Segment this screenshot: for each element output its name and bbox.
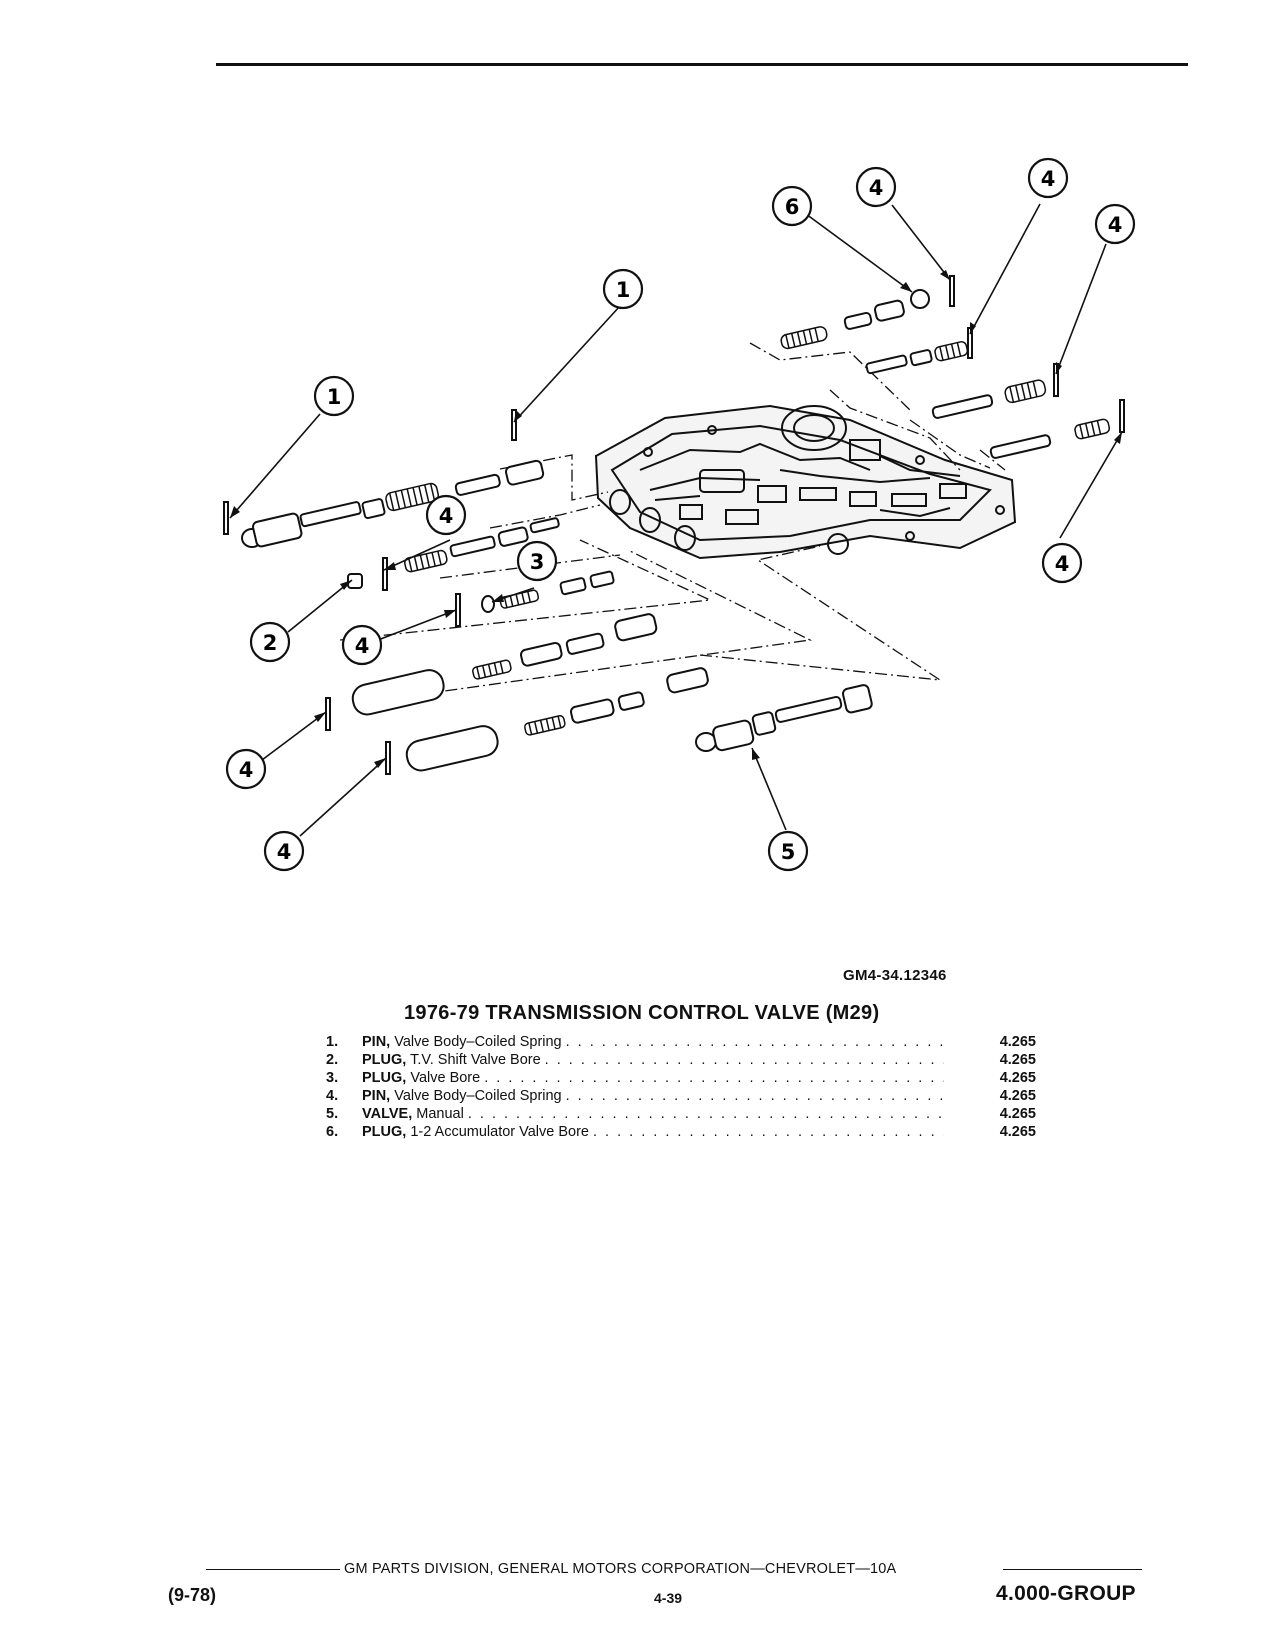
- callout-4-lower-left-b: 4: [263, 830, 305, 872]
- callout-4-far-right: 4: [1094, 203, 1136, 245]
- left-valve-train-3: [455, 570, 615, 627]
- figure-code: GM4-34.12346: [843, 967, 947, 984]
- part-detail: T.V. Shift Valve Bore: [410, 1052, 541, 1068]
- left-valve-train-2: [347, 517, 560, 591]
- callout-4-mid-left: 4: [341, 624, 383, 666]
- assembly-center-lines: [339, 342, 1006, 701]
- parts-list: 1. PIN, Valve Body–Coiled Spring 4.265 2…: [326, 1034, 1056, 1142]
- callout-4-lower-left-a: 4: [225, 748, 267, 790]
- dot-leader: [566, 1034, 944, 1050]
- svg-text:4: 4: [277, 840, 292, 864]
- dot-leader: [484, 1070, 944, 1086]
- manual-valve: [695, 684, 873, 752]
- svg-text:3: 3: [530, 550, 545, 574]
- svg-text:5: 5: [781, 840, 796, 864]
- valve-body-casting: [594, 404, 1017, 560]
- part-description: PLUG, 1-2 Accumulator Valve Bore: [362, 1124, 589, 1140]
- callouts: 1 1 4 4 4 6 4 4: [225, 157, 1136, 872]
- callout-3: 3: [516, 540, 558, 582]
- callout-2: 2: [249, 621, 291, 663]
- parts-list-row: 3. PLUG, Valve Bore 4.265: [326, 1070, 1056, 1088]
- callout-4-right-lower: 4: [1041, 542, 1083, 584]
- svg-text:4: 4: [1041, 167, 1056, 191]
- part-group-ref: 4.265: [999, 1034, 1036, 1050]
- dot-leader: [468, 1106, 944, 1122]
- part-name: PLUG,: [362, 1052, 407, 1068]
- dot-leader: [545, 1052, 944, 1068]
- revision-date: (9-78): [168, 1585, 217, 1605]
- part-name: PIN,: [362, 1088, 391, 1104]
- parts-list-row: 2. PLUG, T.V. Shift Valve Bore 4.265: [326, 1052, 1056, 1070]
- svg-text:2: 2: [263, 631, 278, 655]
- part-group-ref: 4.265: [999, 1052, 1036, 1068]
- part-group-ref: 4.265: [999, 1088, 1036, 1104]
- part-detail: Valve Bore: [410, 1070, 481, 1086]
- svg-text:4: 4: [1055, 552, 1070, 576]
- parts-list-row: 6. PLUG, 1-2 Accumulator Valve Bore 4.26…: [326, 1124, 1056, 1142]
- part-number: 2.: [326, 1052, 339, 1068]
- dot-leader: [593, 1124, 944, 1140]
- part-detail: 1-2 Accumulator Valve Bore: [410, 1124, 589, 1140]
- part-group-ref: 4.265: [999, 1070, 1036, 1086]
- part-description: PLUG, T.V. Shift Valve Bore: [362, 1052, 541, 1068]
- parts-list-row: 5. VALVE, Manual 4.265: [326, 1106, 1056, 1124]
- group-number: 4.000-GROUP: [996, 1582, 1136, 1605]
- part-number: 4.: [326, 1088, 339, 1104]
- leader-lines: [229, 203, 1123, 837]
- part-description: PIN, Valve Body–Coiled Spring: [362, 1034, 562, 1050]
- left-valve-train-4: [325, 613, 658, 731]
- left-valve-train-1: [223, 409, 545, 548]
- part-name: PIN,: [362, 1034, 391, 1050]
- page-number: 4-39: [654, 1590, 683, 1606]
- footer-rule-left: [206, 1569, 340, 1570]
- left-valve-train-5: [385, 667, 709, 775]
- svg-text:1: 1: [616, 278, 631, 302]
- top-rule: [216, 63, 1188, 66]
- part-name: VALVE,: [362, 1106, 413, 1122]
- callout-1b: 1: [602, 268, 644, 310]
- footer-publisher: GM PARTS DIVISION, GENERAL MOTORS CORPOR…: [344, 1561, 897, 1577]
- right-valve-train-2: [865, 327, 973, 375]
- part-name: PLUG,: [362, 1070, 407, 1086]
- parts-list-row: 1. PIN, Valve Body–Coiled Spring 4.265: [326, 1034, 1056, 1052]
- callout-1a: 1: [313, 375, 355, 417]
- part-detail: Valve Body–Coiled Spring: [394, 1088, 562, 1104]
- valve-body-exploded-diagram: 1 1 4 4 4 6 4 4: [223, 157, 1136, 872]
- part-description: PLUG, Valve Bore: [362, 1070, 480, 1086]
- part-number: 3.: [326, 1070, 339, 1086]
- parts-list-row: 4. PIN, Valve Body–Coiled Spring 4.265: [326, 1088, 1056, 1106]
- part-number: 5.: [326, 1106, 339, 1122]
- callout-4-top-right: 4: [1027, 157, 1069, 199]
- right-valve-train-3: [931, 363, 1059, 419]
- svg-text:4: 4: [439, 504, 454, 528]
- right-valve-train-4: [989, 399, 1125, 459]
- svg-text:1: 1: [327, 385, 342, 409]
- part-number: 1.: [326, 1034, 339, 1050]
- svg-text:4: 4: [355, 634, 370, 658]
- footer-rule-right: [1003, 1569, 1142, 1570]
- svg-text:4: 4: [1108, 213, 1123, 237]
- svg-text:4: 4: [869, 176, 884, 200]
- part-description: PIN, Valve Body–Coiled Spring: [362, 1088, 562, 1104]
- part-detail: Manual: [416, 1106, 464, 1122]
- part-number: 6.: [326, 1124, 339, 1140]
- svg-text:4: 4: [239, 758, 254, 782]
- callout-4-left-upper: 4: [425, 494, 467, 536]
- callout-4-top: 4: [855, 166, 897, 208]
- callout-5: 5: [767, 830, 809, 872]
- part-description: VALVE, Manual: [362, 1106, 464, 1122]
- callout-6: 6: [771, 185, 813, 227]
- svg-text:6: 6: [785, 195, 800, 219]
- parts-list-title: 1976-79 TRANSMISSION CONTROL VALVE (M29): [404, 1002, 880, 1024]
- right-valve-train-1: [780, 275, 955, 350]
- part-group-ref: 4.265: [999, 1106, 1036, 1122]
- part-detail: Valve Body–Coiled Spring: [394, 1034, 562, 1050]
- arrowheads: [230, 270, 1122, 768]
- dot-leader: [566, 1088, 944, 1104]
- part-group-ref: 4.265: [999, 1124, 1036, 1140]
- part-name: PLUG,: [362, 1124, 407, 1140]
